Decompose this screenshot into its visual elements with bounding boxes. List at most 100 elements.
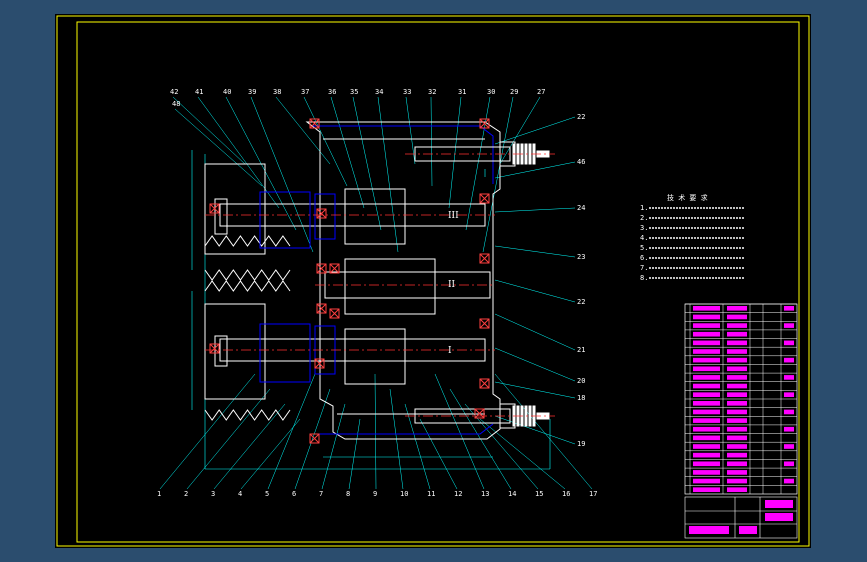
- part-label: 23: [577, 253, 585, 261]
- table-cell-fill: [784, 478, 794, 484]
- part-label: 29: [510, 88, 518, 96]
- part-label: 48: [172, 100, 180, 108]
- note-line-number: 7.: [640, 264, 648, 272]
- bearings: [209, 118, 490, 444]
- part-label: 41: [195, 88, 203, 96]
- bearing-symbol: [309, 433, 320, 444]
- part-label: 16: [562, 490, 570, 498]
- coupling-disc: [528, 405, 532, 427]
- notes-title: 技 术 要 求: [667, 193, 708, 202]
- part-label: 31: [458, 88, 466, 96]
- table-cell-fill: [727, 478, 747, 484]
- table-cell-fill: [727, 366, 747, 372]
- pulley-groove-profile: [204, 409, 291, 421]
- table-cell-fill: [693, 435, 720, 441]
- table-cell-fill: [784, 392, 794, 397]
- table-cell-fill: [784, 323, 794, 328]
- table-cell-fill: [784, 340, 794, 346]
- table-cell-fill: [693, 452, 720, 458]
- table-cell-fill: [693, 426, 720, 432]
- part-label: 13: [481, 490, 489, 498]
- bearing-symbol: [329, 263, 340, 274]
- table-cell-fill: [727, 418, 747, 423]
- bearing-symbol: [479, 253, 490, 264]
- note-line-number: 4.: [640, 234, 648, 242]
- table-cell-fill: [784, 357, 794, 363]
- table-cell-fill: [693, 357, 720, 363]
- dimension-lines: [191, 150, 551, 470]
- part-label: 14: [508, 490, 516, 498]
- bearing-symbol: [479, 118, 490, 129]
- note-line-number: 5.: [640, 244, 648, 252]
- table-cell-fill: [784, 426, 794, 432]
- part-label: 21: [577, 346, 585, 354]
- part-label: 11: [427, 490, 435, 498]
- table-cell-fill: [693, 331, 720, 337]
- table-cell-fill: [693, 306, 720, 311]
- part-label: 6: [292, 490, 296, 498]
- part-label: 3: [211, 490, 215, 498]
- shaft-label-ii: II: [448, 280, 456, 290]
- table-cell-fill: [727, 357, 747, 363]
- table-cell-fill: [727, 314, 747, 320]
- part-label: 12: [454, 490, 462, 498]
- table-cell-fill: [693, 478, 720, 484]
- v-belt-pulleys: [204, 163, 291, 421]
- part-label: 10: [400, 490, 408, 498]
- table-cell-fill: [727, 349, 747, 354]
- bearing-symbol: [316, 208, 327, 219]
- parts-list-table: [684, 303, 798, 495]
- gearbox-housing: [305, 121, 501, 440]
- table-cell-fill: [727, 340, 747, 346]
- part-label: 20: [577, 377, 585, 385]
- part-label: 17: [589, 490, 597, 498]
- table-cell-fill: [727, 331, 747, 337]
- part-label: 2: [184, 490, 188, 498]
- table-cell-fill: [727, 306, 747, 311]
- table-cell-fill: [727, 401, 747, 406]
- part-label: 30: [487, 88, 495, 96]
- table-cell-fill: [727, 323, 747, 328]
- table-cell-fill: [693, 401, 720, 406]
- part-label: 5: [265, 490, 269, 498]
- technical-notes: 1.2.3.4.5.6.7.8.: [640, 204, 745, 282]
- table-cell-fill: [693, 444, 720, 449]
- note-line-number: 1.: [640, 204, 648, 212]
- table-cell-fill: [693, 392, 720, 397]
- part-label: 7: [319, 490, 323, 498]
- bearing-symbol: [314, 358, 325, 369]
- table-cell-fill: [727, 470, 747, 475]
- pulley-groove-profile: [204, 280, 291, 292]
- bearing-symbol: [479, 318, 490, 329]
- part-label: 15: [535, 490, 543, 498]
- part-label: 39: [248, 88, 256, 96]
- coupling-disc: [528, 143, 532, 165]
- table-cell-fill: [784, 444, 794, 449]
- bearing-symbol: [474, 408, 485, 419]
- pulley-body: [204, 163, 266, 255]
- pulley-groove-profile: [204, 269, 291, 281]
- table-cell-fill: [693, 383, 720, 389]
- table-cell-fill: [693, 461, 720, 467]
- table-cell-fill: [693, 314, 720, 320]
- table-cell-fill: [693, 487, 720, 492]
- table-cell-fill: [784, 409, 794, 415]
- bearing-symbol: [316, 303, 327, 314]
- inner-frame: [76, 21, 800, 543]
- bearing-symbol: [316, 263, 327, 274]
- shaft-label-iii: III: [448, 211, 459, 221]
- part-label: 36: [328, 88, 336, 96]
- table-cell-fill: [727, 383, 747, 389]
- table-cell-fill: [784, 461, 794, 467]
- shaft-label-i: I: [448, 346, 452, 356]
- note-line-number: 8.: [640, 274, 648, 282]
- table-cell-fill: [693, 418, 720, 423]
- part-label: 22: [577, 113, 585, 121]
- part-label: 18: [577, 394, 585, 402]
- table-cell-fill: [727, 487, 747, 492]
- part-label: 19: [577, 440, 585, 448]
